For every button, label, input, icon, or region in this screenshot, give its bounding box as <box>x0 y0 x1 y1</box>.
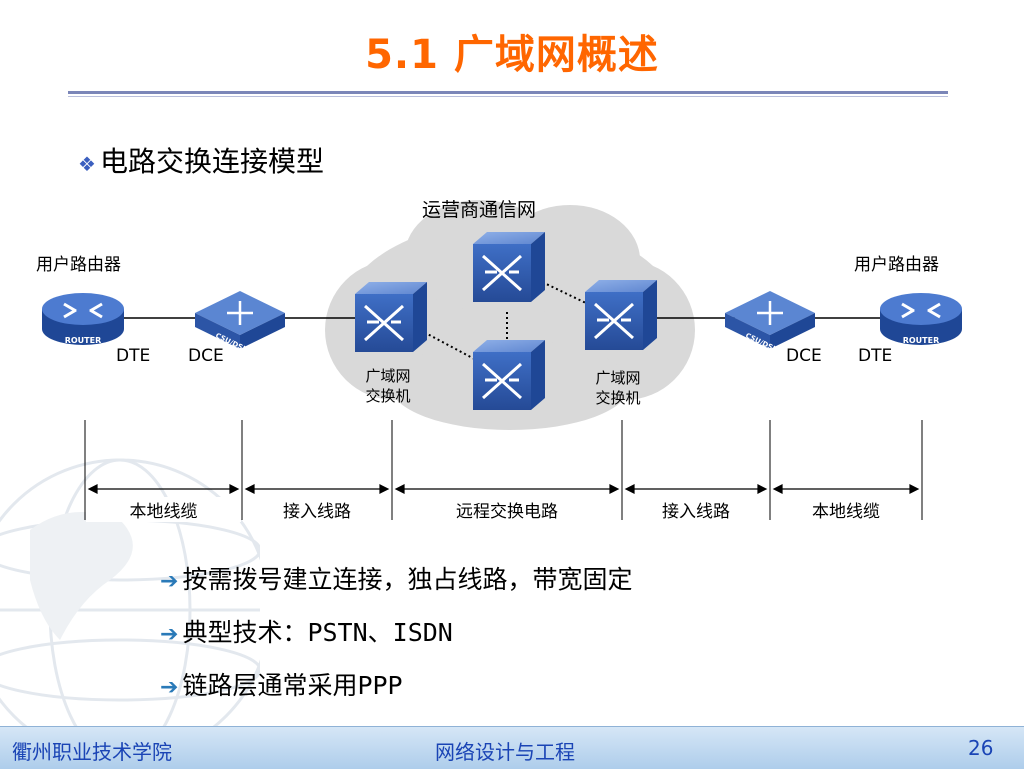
left-dte-label: DTE <box>116 346 151 366</box>
bullet-item: ➔典型技术：PSTN、ISDN <box>160 613 453 649</box>
svg-text:ROUTER: ROUTER <box>903 336 940 345</box>
segment-arrows <box>87 484 920 494</box>
globe-watermark <box>0 458 260 730</box>
footer-course: 网络设计与工程 <box>435 740 575 764</box>
segment-label-local-cable-right: 本地线缆 <box>771 497 921 522</box>
bullet-item: ➔链路层通常采用PPP <box>160 666 403 702</box>
segment-label-remote-switching: 远程交换电路 <box>393 497 621 522</box>
section-heading-text: 电路交换连接模型 <box>99 145 324 178</box>
segment-label-local-cable-left: 本地线缆 <box>86 497 241 522</box>
bullet-text: 链路层通常采用PPP <box>182 671 403 700</box>
right-dce-label: DCE <box>786 346 822 366</box>
arrow-bullet-icon: ➔ <box>160 569 179 594</box>
wan-switch-icon <box>355 282 427 352</box>
segment-label-access-line-right: 接入线路 <box>623 497 769 522</box>
right-switch-label: 广域网 交换机 <box>586 368 650 408</box>
bullet-text: 典型技术：PSTN、ISDN <box>182 618 453 647</box>
right-switch-label-line2: 交换机 <box>595 389 641 407</box>
segment-boundaries <box>84 420 923 520</box>
wan-dotted-links <box>419 279 591 363</box>
svg-text:ROUTER: ROUTER <box>65 336 102 345</box>
left-switch-label-line2: 交换机 <box>365 387 411 405</box>
router-icon: ROUTER <box>880 293 962 345</box>
title-divider-thin <box>68 96 948 97</box>
left-dce-label: DCE <box>188 346 224 366</box>
cloud-label: 运营商通信网 <box>422 199 537 221</box>
title-divider <box>68 91 948 94</box>
arrow-bullet-icon: ➔ <box>160 675 179 700</box>
bullet-text: 按需拨号建立连接，独占线路，带宽固定 <box>182 565 633 594</box>
right-dte-label: DTE <box>858 346 893 366</box>
diamond-bullet-icon: ❖ <box>78 152 96 176</box>
footer-school: 衢州职业技术学院 <box>12 740 172 764</box>
right-switch-label-line1: 广域网 <box>595 369 641 387</box>
arrow-bullet-icon: ➔ <box>160 622 179 647</box>
bullet-item: ➔按需拨号建立连接，独占线路，带宽固定 <box>160 560 632 596</box>
left-switch-label: 广域网 交换机 <box>356 366 420 406</box>
csu-dsu-icon: CSU/DSU <box>195 291 285 354</box>
router-icon: ROUTER <box>42 293 124 345</box>
right-router-label: 用户路由器 <box>854 255 939 275</box>
wan-switch-icon <box>585 280 657 350</box>
left-switch-label-line1: 广域网 <box>365 367 411 385</box>
wan-switch-icon <box>473 232 545 302</box>
segment-label-access-line-left: 接入线路 <box>243 497 391 522</box>
wan-switch-icon <box>473 340 545 410</box>
network-diagram: ROUTER ROUTER CSU/DSU CSU/DSU <box>42 200 962 520</box>
csu-dsu-icon: CSU/DSU <box>725 291 815 354</box>
section-heading: ❖电路交换连接模型 <box>78 140 324 180</box>
footer-bar <box>0 726 1024 769</box>
footer-page-number: 26 <box>968 736 994 760</box>
left-router-label: 用户路由器 <box>36 255 121 275</box>
page-title: 5.1 广域网概述 <box>365 32 659 78</box>
